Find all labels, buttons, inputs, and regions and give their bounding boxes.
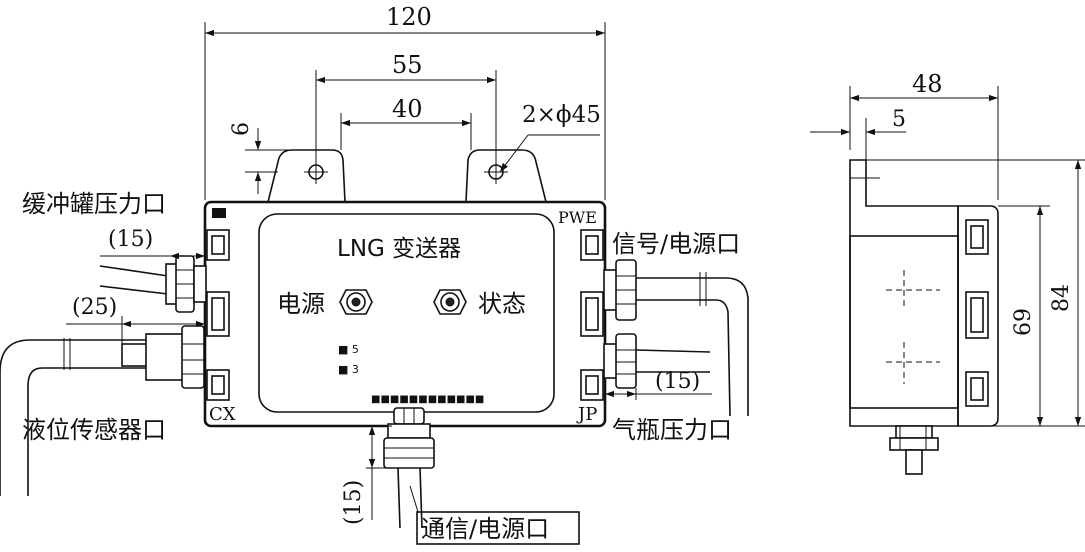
power-indicator [339, 289, 373, 315]
dim-holes-text: 2×ϕ45 [522, 102, 601, 128]
mounting-ear-right [465, 149, 547, 203]
device-title: LNG 变送器 [337, 236, 461, 262]
dim-slot-text: 40 [392, 95, 423, 123]
dim-slot-width-40: 40 [340, 95, 472, 150]
dim-ear-text: 6 [229, 122, 254, 136]
side-dim-total-height: 84 [1049, 284, 1074, 312]
dim-bottom: (15) [341, 425, 392, 525]
dim-left-lower-text: (25) [72, 295, 117, 320]
dim-width-text: 120 [386, 3, 432, 31]
terminal-strip-left [206, 229, 230, 401]
power-indicator-label: 电源 [277, 290, 325, 318]
side-view: 48 5 69 [810, 70, 1085, 475]
callout-signal-power: 信号/电源口 [612, 230, 740, 258]
side-dim-depth: 48 [912, 70, 943, 98]
callout-level-sensor: 液位传感器口 [22, 416, 166, 444]
dim-left-upper-text: (15) [108, 227, 153, 252]
connector-signal-power [603, 259, 749, 417]
callout-comm-power: 通信/电源口 [421, 515, 549, 543]
corner-label-br: JP [576, 404, 597, 425]
connector-gas-cylinder [603, 333, 711, 389]
callout-gas-cylinder: 气瓶压力口 [612, 416, 732, 444]
front-view: 120 55 40 6 2×ϕ45 [0, 3, 749, 545]
dim-right-lower: (15) [605, 369, 712, 400]
dim-bottom-text: (15) [341, 480, 366, 525]
dim-ear-height-6: 6 [229, 122, 290, 194]
terminal-strip-right [580, 229, 604, 401]
callout-comm-power-box [416, 511, 580, 545]
corner-marker-tl [212, 208, 226, 218]
dim-right-lower-text: (15) [655, 369, 700, 394]
side-dim-flange: 5 [892, 107, 906, 132]
connector-level-sensor [0, 325, 205, 496]
side-dim-inner-height: 69 [1011, 308, 1036, 336]
connector-comm-power [383, 407, 435, 529]
dim-left-upper: (15) [100, 227, 205, 260]
maker-line: ■■■■■■■■■■■■ [371, 394, 484, 405]
callout-buffer-tank: 缓冲罐压力口 [22, 190, 166, 218]
dim-spacing-text: 55 [392, 51, 423, 79]
dim-width-120: 120 [204, 3, 606, 200]
status-indicator [433, 289, 467, 315]
mounting-ear-left [267, 149, 346, 203]
dim-holes-callout: 2×ϕ45 [499, 102, 601, 173]
dim-left-lower: (25) [66, 295, 205, 346]
dim-mount-spacing-55: 55 [315, 51, 497, 172]
small-label-1: ■ 5 [338, 343, 359, 356]
status-indicator-label: 状态 [478, 290, 526, 318]
small-label-2: ■ 3 [338, 363, 359, 376]
connector-buffer-tank [99, 255, 207, 313]
corner-label-bl: CX [209, 404, 236, 425]
corner-label-tr: PWE [558, 208, 597, 227]
